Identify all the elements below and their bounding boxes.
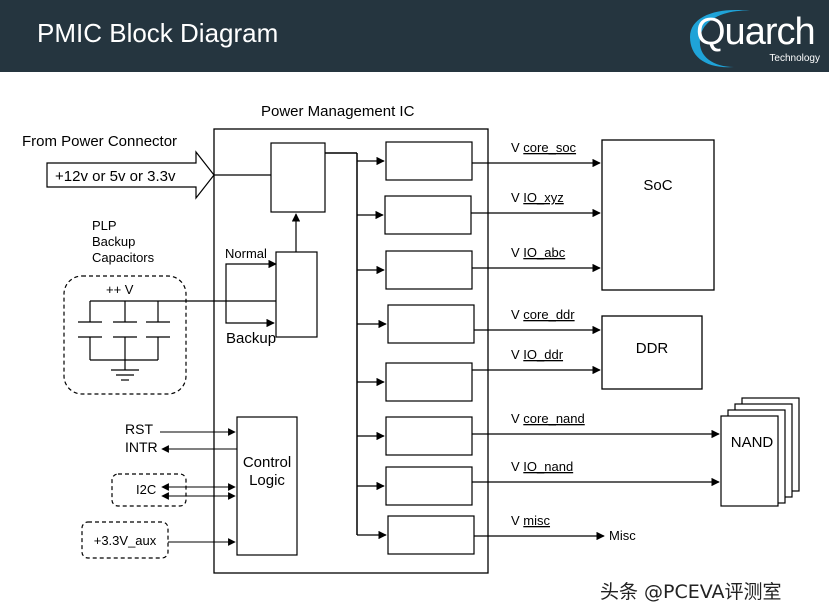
rail-label-prefix: V (511, 411, 523, 426)
regulator-box (385, 416, 473, 456)
input-arrow (46, 150, 215, 200)
pmic-label: Power Management IC (261, 103, 415, 120)
rail-label-prefix: V (511, 140, 523, 155)
power-selector-box (270, 142, 326, 213)
rail-label-name: IO_xyz (523, 190, 563, 205)
slide-title: PMIC Block Diagram (37, 18, 279, 48)
regulator-box (385, 250, 473, 290)
watermark: 头条 @PCEVA评测室 (600, 581, 782, 603)
rail-label: V misc (511, 513, 551, 528)
aux-box (81, 521, 169, 559)
regulator-box (387, 304, 475, 344)
input-voltage-label: +12v or 5v or 3.3v (55, 168, 176, 185)
plp-label-3: Capacitors (92, 250, 155, 265)
rail-label-prefix: V (511, 190, 523, 205)
misc-label: Misc (609, 528, 636, 543)
soc-label: SoC (643, 177, 672, 194)
pmic-box (213, 128, 489, 574)
ddr-box (601, 315, 703, 390)
logo-wordmark: Quarch (696, 11, 816, 53)
rail-label-name: IO_nand (523, 459, 573, 474)
rail-label: V core_ddr (511, 307, 575, 322)
rail-label-prefix: V (511, 513, 523, 528)
rail-label-prefix: V (511, 307, 523, 322)
rail-label-name: core_nand (523, 411, 584, 426)
regulator-box (384, 195, 472, 235)
rail-label: V IO_nand (511, 459, 573, 474)
normal-label: Normal (225, 246, 267, 261)
rail-label-name: core_ddr (523, 307, 575, 322)
rail-label: V IO_abc (511, 245, 566, 260)
nand-label: NAND (731, 434, 774, 451)
ddr-label: DDR (636, 340, 669, 357)
logo-swoosh-icon (690, 10, 750, 68)
normal-backup-loop (225, 259, 277, 328)
regulator-box (385, 141, 473, 181)
plp-label-2: Backup (92, 234, 135, 249)
rail-label-name: IO_abc (523, 245, 565, 260)
rail-label-prefix: V (511, 459, 523, 474)
logo-subtitle: Technology (769, 53, 820, 64)
rail-label-prefix: V (511, 347, 523, 362)
aux-label: +3.3V_aux (94, 533, 157, 548)
control-logic-label-2: Logic (249, 472, 285, 489)
control-logic-box (236, 416, 298, 556)
backup-label: Backup (226, 330, 276, 347)
from-connector-label: From Power Connector (22, 133, 177, 150)
rail-label: V IO_xyz (511, 190, 564, 205)
rail-label: V core_soc (511, 140, 577, 155)
soc-box (601, 139, 715, 291)
backup-box (275, 251, 318, 338)
quarch-logo: Quarch Technology (680, 5, 826, 69)
slide-header: PMIC Block Diagram Quarch Technology (0, 0, 829, 72)
i2c-box (111, 473, 187, 507)
rst-label: RST (125, 421, 153, 437)
rail-label-name: IO_ddr (523, 347, 563, 362)
control-logic-label-1: Control (243, 454, 291, 471)
rail-label: V IO_ddr (511, 347, 564, 362)
nand-stack (720, 397, 800, 507)
capacitor-bank-icon (78, 300, 186, 381)
regulator-box (387, 515, 475, 555)
regulator-box (385, 362, 473, 402)
plp-label-1: PLP (92, 218, 117, 233)
plp-capacitor-group (63, 275, 187, 395)
i2c-label: I2C (136, 482, 156, 497)
rail-label-prefix: V (511, 245, 523, 260)
intr-label: INTR (125, 439, 158, 455)
regulator-box (385, 466, 473, 506)
plp-voltage-label: ++ V (106, 282, 134, 297)
rail-label-name: core_soc (523, 140, 576, 155)
rail-label-name: misc (523, 513, 550, 528)
rail-label: V core_nand (511, 411, 585, 426)
